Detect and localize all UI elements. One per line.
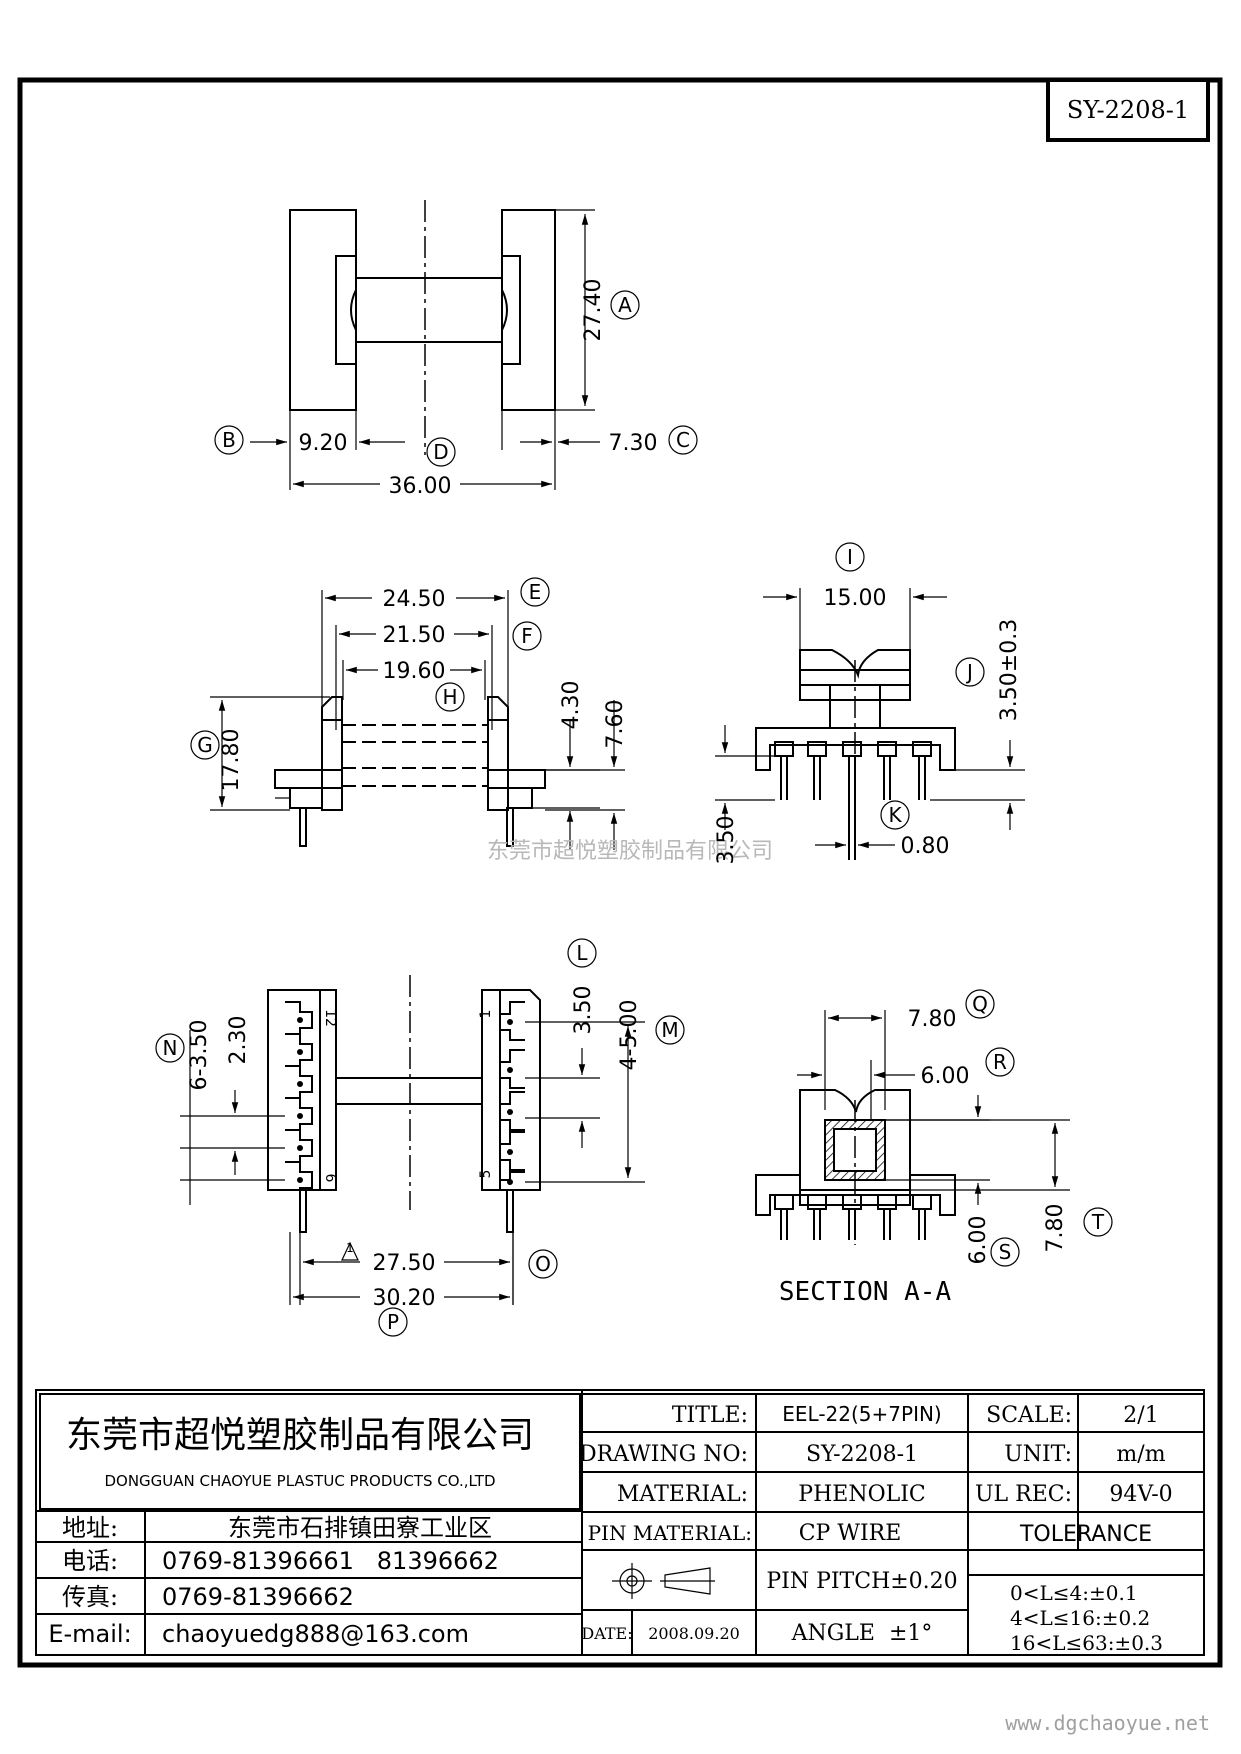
dim-k-value: 0.80 — [901, 834, 950, 859]
mark-f: F — [521, 624, 533, 648]
projection-symbol — [612, 1563, 715, 1599]
mark-t: T — [1091, 1210, 1105, 1234]
mark-n: N — [163, 1036, 178, 1060]
address-value: 东莞市石排镇田寮工业区 — [228, 1514, 492, 1542]
dim-a-value: 27.40 — [581, 279, 606, 342]
pin-pitch-value: PIN PITCH±0.20 — [766, 1569, 957, 1594]
mark-o: O — [535, 1252, 551, 1276]
title-block: 东莞市超悦塑胶制品有限公司 DONGGUAN CHAOYUE PLASTUC P… — [35, 1389, 1205, 1656]
email-label: E-mail: — [48, 1620, 131, 1648]
dim-b-value: 9.20 — [299, 431, 348, 456]
dim-g-value: 17.80 — [219, 729, 244, 792]
dim-m-value: 4-5.00 — [617, 1000, 642, 1071]
ul-value: 94V-0 — [1109, 1482, 1172, 1507]
mark-r: R — [993, 1050, 1007, 1074]
drawing-border — [17, 77, 1223, 1668]
dim-350-side-value: 3.50 — [714, 816, 739, 865]
pin-label-5: 5 — [478, 1170, 494, 1179]
pin-label-12: 12 — [322, 1009, 338, 1027]
mark-s: S — [999, 1240, 1012, 1264]
dim-t-value: 7.80 — [1043, 1204, 1068, 1253]
phone-value: 0769-81396661 81396662 — [162, 1547, 499, 1575]
dim-n-value: 6-3.50 — [187, 1020, 212, 1091]
angle-value: ANGLE ±1° — [791, 1621, 933, 1646]
unit-value: m/m — [1116, 1442, 1165, 1467]
tolerance-range-2: 4<L≤16:±0.2 — [1010, 1606, 1150, 1630]
dim-760-value: 7.60 — [603, 700, 628, 749]
side-view: I 15.00 3.50±0.3 — [714, 542, 1025, 865]
dim-j-value: 3.50±0.3 — [997, 619, 1022, 721]
date-label: DATE: — [581, 1624, 632, 1643]
company-name-cn: 东莞市超悦塑胶制品有限公司 — [66, 1415, 534, 1456]
mark-d: D — [433, 440, 448, 464]
watermark-center: 东莞市超悦塑胶制品有限公司 — [487, 839, 773, 864]
scale-value: 2/1 — [1123, 1403, 1158, 1428]
pin-material-label: PIN MATERIAL: — [588, 1521, 752, 1545]
section-view: 7.80 Q 6.00 R — [755, 989, 1113, 1307]
front-view: 24.50 E 21.50 F 19.60 H — [190, 577, 628, 850]
address-label: 地址: — [62, 1514, 118, 1542]
pin-label-1: 1 — [478, 1010, 494, 1019]
bottom-view: 12 6 1 5 3.50 L — [155, 938, 685, 1337]
material-label: MATERIAL: — [617, 1482, 748, 1507]
company-name-en: DONGGUAN CHAOYUE PLASTUC PRODUCTS CO.,LT… — [104, 1472, 495, 1490]
title-value: EEL-22(5+7PIN) — [782, 1402, 941, 1426]
mark-b: B — [222, 428, 236, 452]
drawing-no-value: SY-2208-1 — [806, 1442, 918, 1467]
pin-label-6: 6 — [322, 1174, 338, 1183]
mark-c: C — [676, 428, 690, 452]
dim-h-value: 19.60 — [383, 659, 446, 684]
title-label: TITLE: — [672, 1403, 748, 1428]
fax-value: 0769-81396662 — [162, 1583, 354, 1611]
note-symbol: 1 — [346, 1241, 354, 1255]
dim-s-value: 6.00 — [966, 1216, 991, 1265]
mark-k: K — [888, 803, 902, 827]
date-value: 2008.09.20 — [648, 1624, 740, 1643]
unit-label: UNIT: — [1004, 1442, 1072, 1467]
mark-m: M — [661, 1018, 678, 1042]
mark-h: H — [442, 685, 457, 709]
ul-label: UL REC: — [975, 1482, 1072, 1507]
mark-i: I — [847, 545, 853, 569]
corner-drawing-number-text: SY-2208-1 — [1067, 96, 1189, 124]
dim-o-value: 27.50 — [373, 1251, 436, 1276]
mark-p: P — [387, 1310, 399, 1334]
mark-j: J — [965, 660, 973, 684]
dim-f-value: 21.50 — [383, 623, 446, 648]
bottom-view-left-pins — [285, 1001, 313, 1191]
bottom-view-right-pins — [499, 1001, 525, 1190]
mark-l: L — [576, 941, 588, 965]
tolerance-range-1: 0<L≤4:±0.1 — [1010, 1581, 1138, 1605]
dim-l-value: 3.50 — [571, 986, 596, 1035]
scale-label: SCALE: — [986, 1403, 1072, 1428]
tolerance-label: TOLERANCE — [1019, 1522, 1152, 1547]
dim-230-value: 2.30 — [226, 1016, 251, 1065]
watermark-footer: www.dgchaoyue.net — [1005, 1711, 1210, 1735]
mark-e: E — [529, 580, 542, 604]
tolerance-range-3: 16<L≤63:±0.3 — [1010, 1631, 1163, 1655]
corner-drawing-number: SY-2208-1 — [1046, 78, 1210, 142]
mark-g: G — [197, 733, 213, 757]
side-view-pins — [774, 741, 932, 860]
dim-q-value: 7.80 — [908, 1007, 957, 1032]
phone-label: 电话: — [62, 1547, 118, 1575]
section-label: SECTION A-A — [779, 1277, 952, 1307]
pin-material-value: CP WIRE — [799, 1521, 902, 1546]
dim-p-value: 30.20 — [373, 1286, 436, 1311]
email-value: chaoyuedg888@163.com — [162, 1620, 469, 1648]
dim-430-value: 4.30 — [559, 681, 584, 730]
dim-e-value: 24.50 — [383, 587, 446, 612]
top-view: 27.40 A 9.20 B 7.30 C 36.00 D — [214, 200, 698, 499]
dim-i-value: 15.00 — [824, 586, 887, 611]
section-view-pins — [774, 1194, 932, 1240]
drawing-no-label: DRAWING NO: — [579, 1442, 748, 1467]
mark-a: A — [618, 293, 632, 317]
dim-c-value: 7.30 — [609, 431, 658, 456]
material-value: PHENOLIC — [798, 1482, 925, 1507]
mark-q: Q — [972, 992, 988, 1016]
fax-label: 传真: — [62, 1583, 118, 1611]
dim-r-value: 6.00 — [921, 1064, 970, 1089]
dim-d-value: 36.00 — [389, 474, 452, 499]
